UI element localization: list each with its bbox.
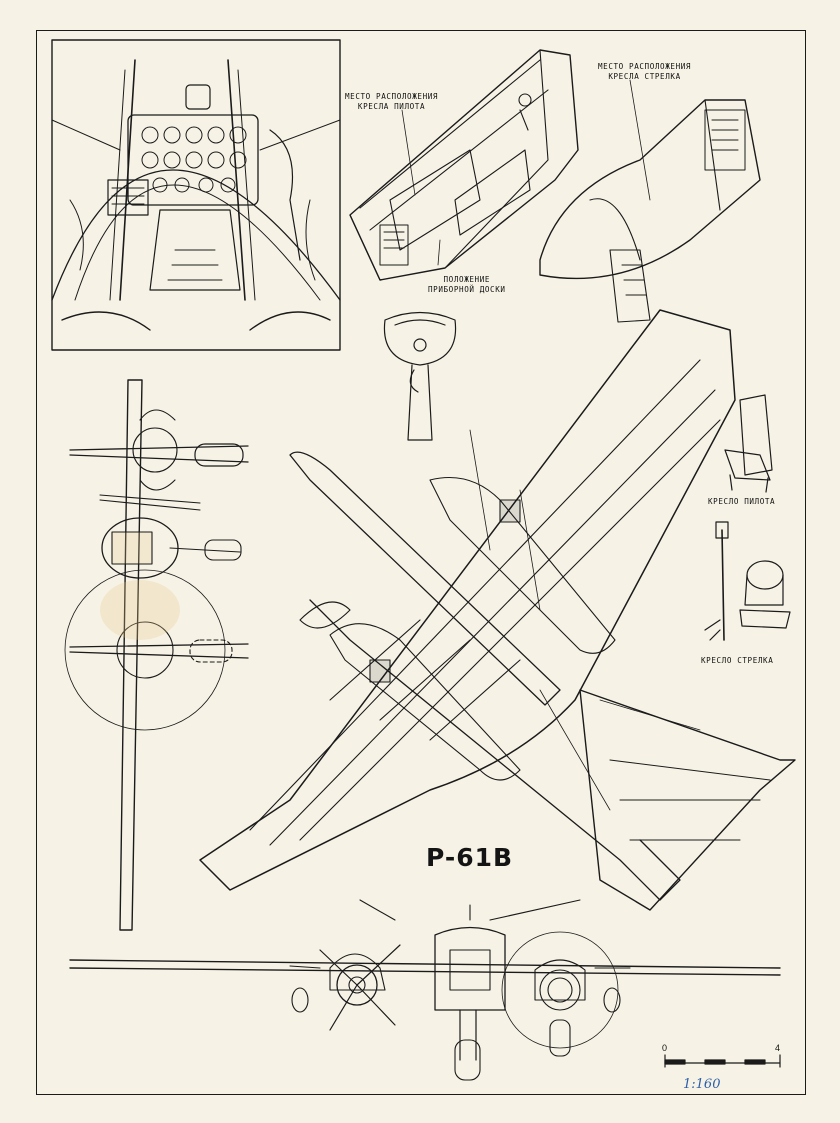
label-line: ПОЛОЖЕНИЕ xyxy=(443,275,491,284)
gunner-nacelle-cutaway xyxy=(539,79,761,323)
gunner-seat-location-label: МЕСТО РАСПОЛОЖЕНИЯ КРЕСЛА СТРЕЛКА xyxy=(598,62,691,82)
control-yoke xyxy=(383,311,457,441)
drawing-frame xyxy=(36,30,806,1095)
cockpit-interior-view xyxy=(51,39,341,351)
label-line: ПРИБОРНОЙ ДОСКИ xyxy=(428,285,506,294)
instrument-panel-position-label: ПОЛОЖЕНИЕ ПРИБОРНОЙ ДОСКИ xyxy=(428,275,506,295)
label-line: МЕСТО РАСПОЛОЖЕНИЯ xyxy=(345,92,439,101)
label-line: МЕСТО РАСПОЛОЖЕНИЯ xyxy=(598,62,692,71)
pilot-seat-drawing xyxy=(724,394,773,493)
aircraft-designation: P-61B xyxy=(426,843,514,872)
scale-bar xyxy=(664,1054,781,1068)
scale-end: 4 xyxy=(775,1043,781,1053)
side-view-aircraft xyxy=(64,379,249,931)
crew-nacelle-cutaway xyxy=(349,49,579,281)
pilot-seat-location-label: МЕСТО РАСПОЛОЖЕНИЯ КРЕСЛА ПИЛОТА xyxy=(345,92,438,112)
pilot-seat-label: КРЕСЛО ПИЛОТА xyxy=(708,497,776,506)
label-line: КРЕСЛА СТРЕЛКА xyxy=(608,72,681,81)
scale-start: 0 xyxy=(662,1043,668,1053)
front-view-aircraft xyxy=(69,899,781,1081)
gunner-seat-drawing xyxy=(704,521,791,641)
gunner-seat-label: КРЕСЛО СТРЕЛКА xyxy=(701,656,774,665)
handwritten-scale-note: 1:160 xyxy=(683,1077,721,1092)
label-line: КРЕСЛА ПИЛОТА xyxy=(357,102,426,111)
plan-view-aircraft xyxy=(199,309,796,911)
